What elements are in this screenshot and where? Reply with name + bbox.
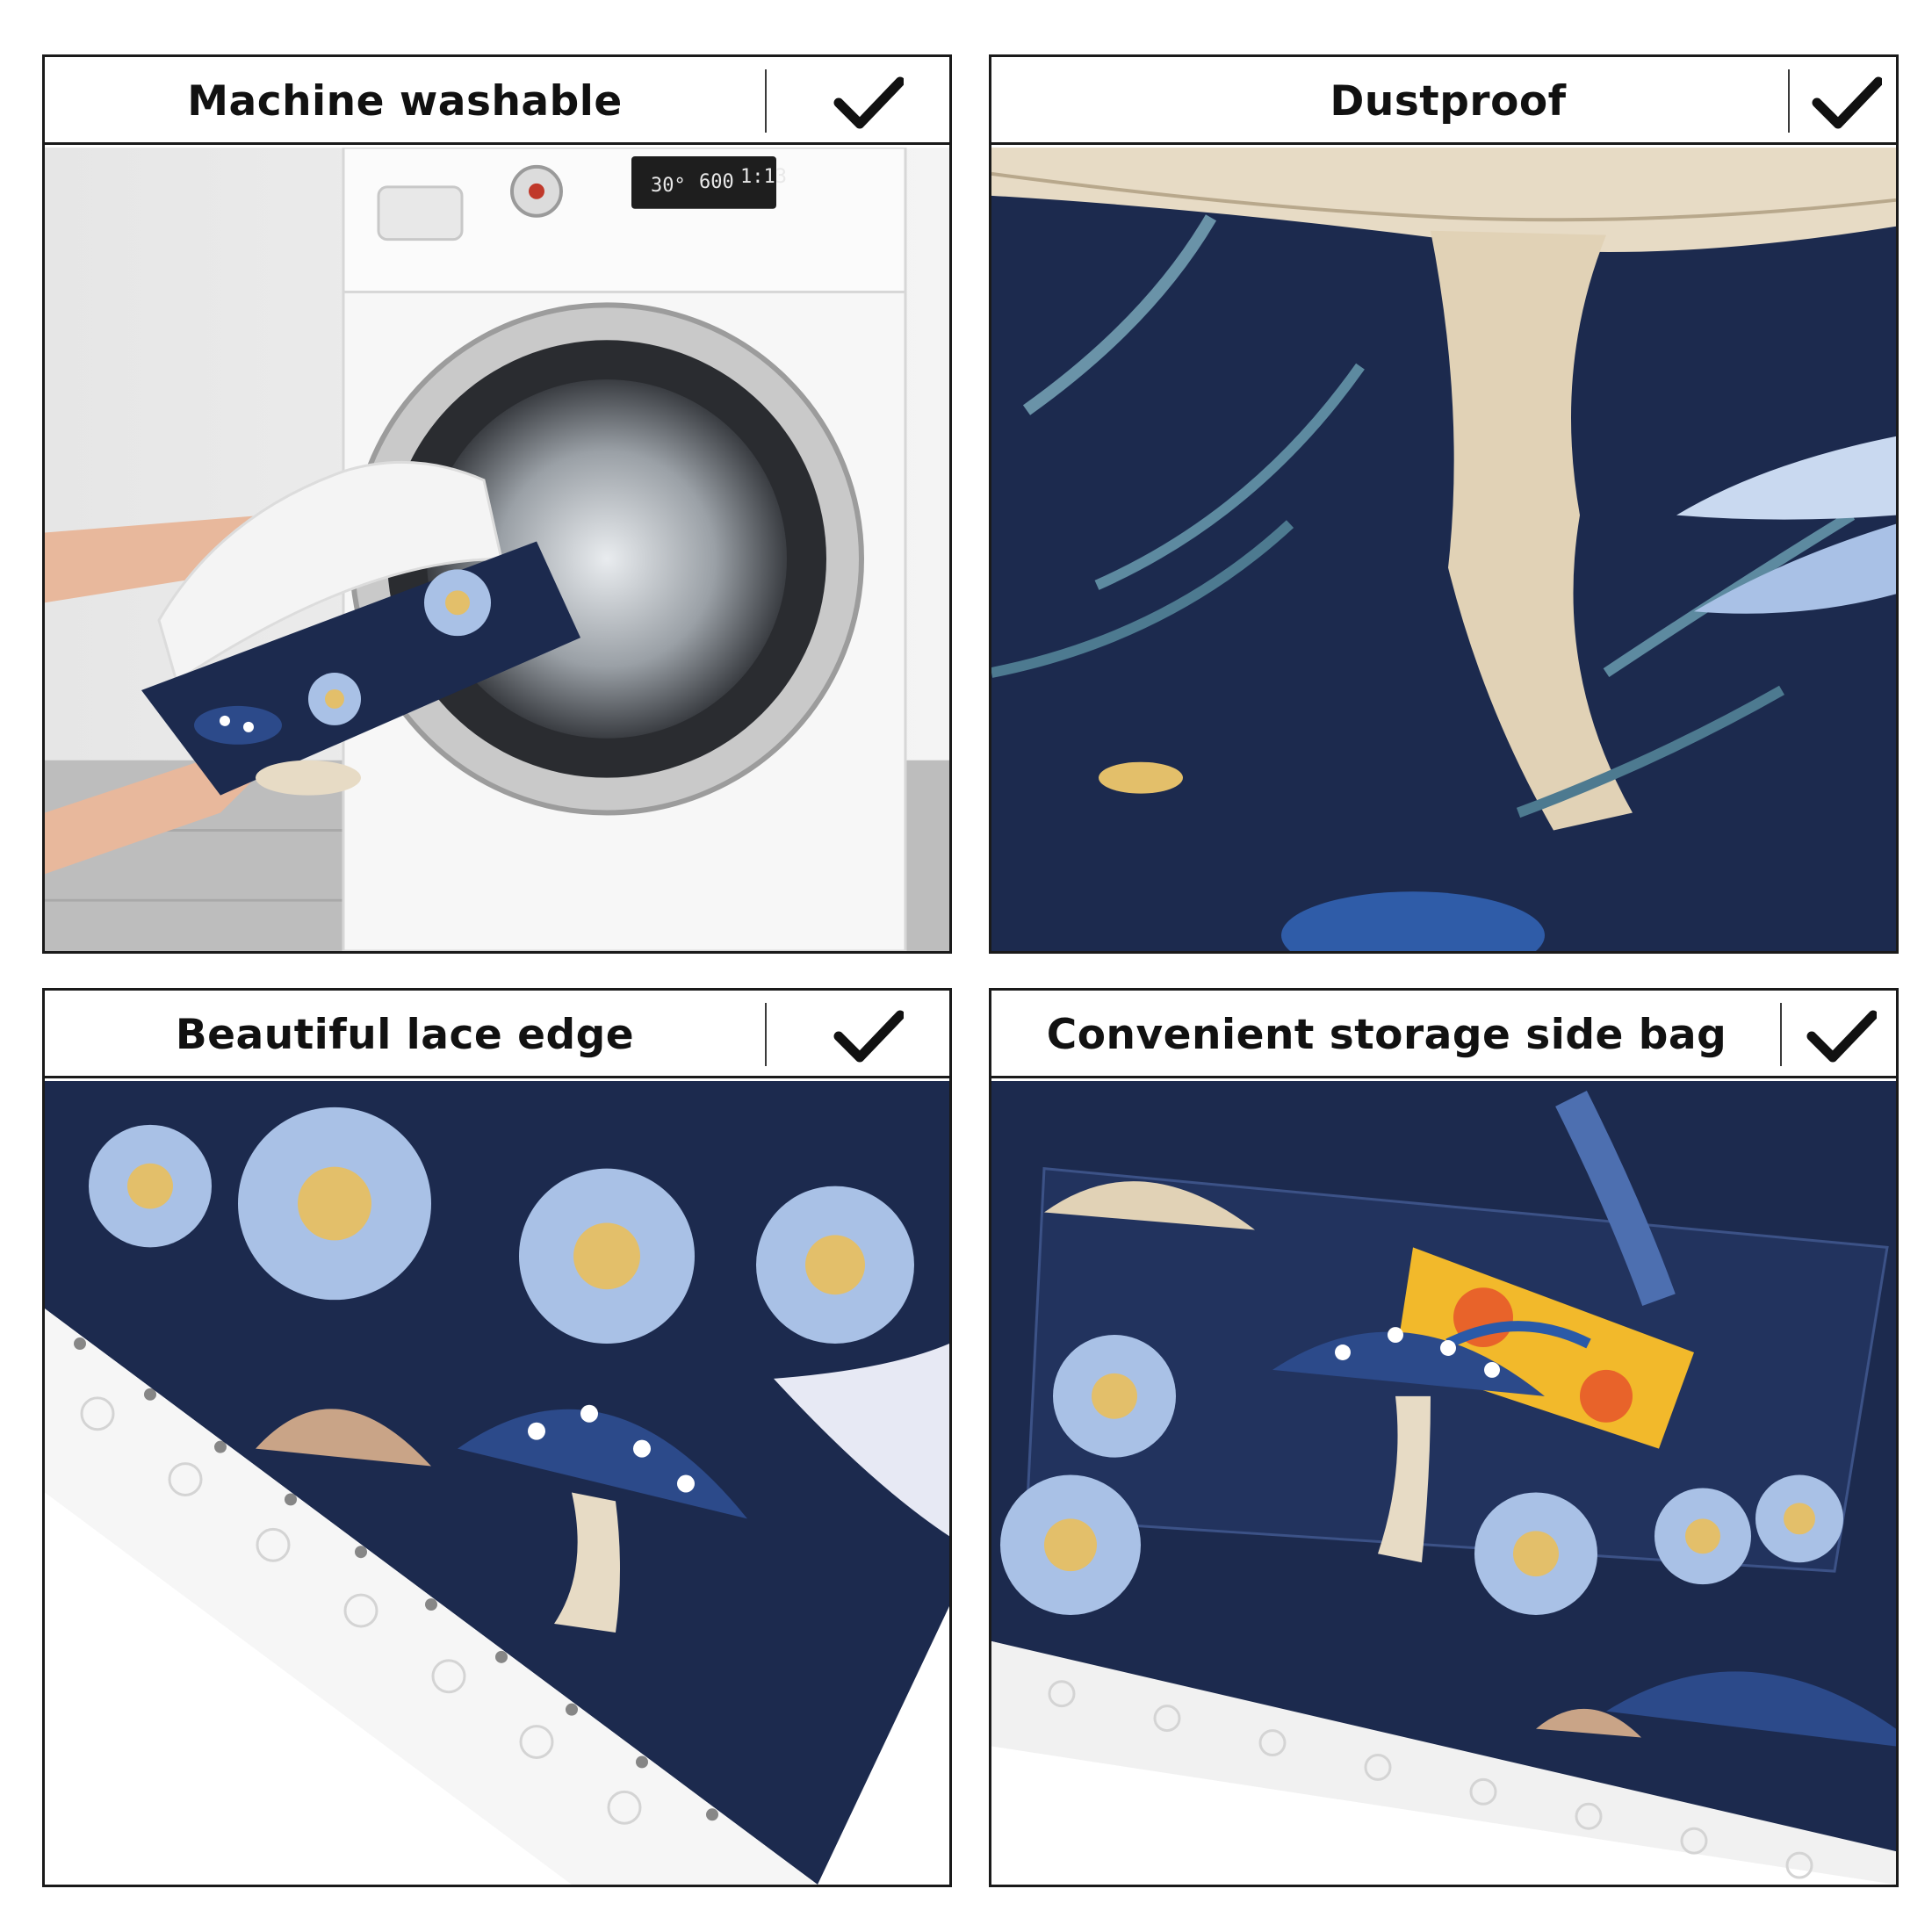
header-divider (765, 1003, 767, 1066)
header-divider (1788, 69, 1790, 133)
panel-title: Convenient storage side bag (1046, 1010, 1727, 1059)
display-temp: 30° (651, 175, 686, 197)
feature-panel-dustproof: Dustproof (989, 54, 1899, 954)
checkmark-icon (1812, 76, 1882, 129)
washing-machine-photo: 30° 600 1:13 (45, 148, 949, 951)
side-pocket-photo (991, 1081, 1896, 1885)
panel-title: Dustproof (1330, 76, 1567, 126)
feature-panel-machine-washable: Machine washable (42, 54, 952, 954)
feature-panel-lace-edge: Beautiful lace edge (42, 988, 952, 1887)
panel-header: Convenient storage side bag (991, 991, 1896, 1078)
checkmark-icon (833, 76, 904, 129)
feature-panel-storage-bag: Convenient storage side bag (989, 988, 1899, 1887)
checkmark-icon (833, 1010, 904, 1063)
fabric-closeup-photo (991, 148, 1896, 951)
panel-header: Machine washable (45, 57, 949, 145)
lace-edge-photo (45, 1081, 949, 1885)
display-spin: 600 (699, 171, 734, 193)
display-time: 1:13 (740, 166, 787, 188)
panel-header: Dustproof (991, 57, 1896, 145)
panel-header: Beautiful lace edge (45, 991, 949, 1078)
header-divider (765, 69, 767, 133)
header-divider (1780, 1003, 1782, 1066)
panel-title: Beautiful lace edge (175, 1010, 635, 1059)
checkmark-icon (1806, 1010, 1877, 1063)
panel-title: Machine washable (187, 76, 623, 126)
